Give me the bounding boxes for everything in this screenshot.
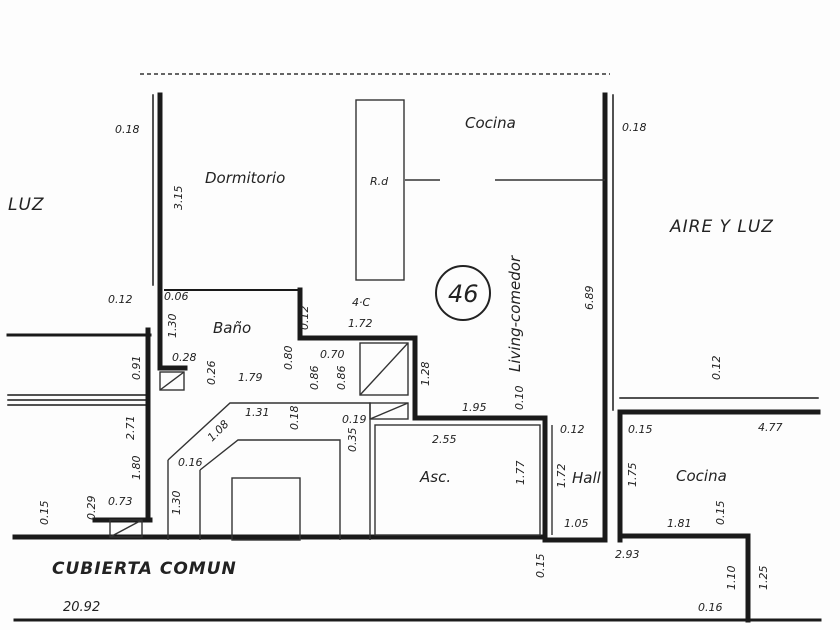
dim-293: 2.93 — [615, 548, 640, 561]
dim-026: 0.26 — [205, 361, 218, 386]
interior-lines — [109, 99, 605, 541]
dim-172: 1.72 — [348, 317, 373, 330]
dim-255: 2.55 — [432, 433, 457, 446]
duct-small-diag — [369, 402, 409, 420]
dim-110: 1.10 — [725, 566, 738, 591]
label-4c: 4·C — [352, 296, 370, 309]
walls — [6, 92, 822, 623]
dim-029: 0.29 — [85, 496, 98, 521]
stair-outer — [167, 402, 371, 540]
label-cocina-top: Cocina — [465, 114, 516, 132]
dim-130: 1.30 — [166, 314, 179, 339]
dim-012-hall: 0.12 — [560, 423, 585, 436]
dim-086b: 0.86 — [335, 366, 348, 391]
dim-015-cocina: 0.15 — [628, 423, 653, 436]
elevator-door — [231, 477, 301, 541]
dim-086a: 0.86 — [308, 366, 321, 391]
wall-cocina-right — [617, 409, 821, 543]
dim-128: 1.28 — [419, 362, 432, 387]
wall-cocina-bottom — [617, 533, 751, 623]
label-cubierta: CUBIERTA COMUN — [52, 559, 237, 579]
dim-006: 0.06 — [164, 290, 189, 303]
label-hall: Hall — [572, 469, 602, 487]
label-bano: Baño — [213, 319, 251, 337]
duct-diag — [359, 342, 409, 396]
dim-130-low: 1.30 — [170, 491, 183, 516]
dim-015-left: 0.15 — [38, 501, 51, 526]
label-dormitorio: Dormitorio — [205, 169, 285, 187]
dim-177: 1.77 — [514, 461, 527, 486]
dim-271: 2.71 — [124, 416, 137, 441]
dim-073: 0.73 — [108, 495, 133, 508]
dim-012-bath: 0.12 — [298, 306, 311, 331]
dim-028: 0.28 — [172, 351, 197, 364]
dim-016: 0.16 — [178, 456, 203, 469]
unit-circle — [435, 265, 491, 321]
dim-131: 1.31 — [245, 406, 270, 419]
dim-195: 1.95 — [462, 401, 487, 414]
wall-core — [297, 287, 608, 543]
dim-010: 0.10 — [513, 386, 526, 411]
dim-012-left: 0.12 — [108, 293, 133, 306]
dim-175: 1.75 — [626, 463, 639, 488]
wall-bath-left — [157, 287, 188, 371]
stair-inner — [199, 439, 341, 540]
bottom-shaft — [109, 519, 143, 538]
dimensions: 0.18 3.15 0.18 0.12 0.06 1.30 0.12 1.72 … — [38, 121, 783, 615]
dim-018-mid: 0.18 — [288, 406, 301, 431]
dim-070: 0.70 — [320, 348, 345, 361]
dim-125: 1.25 — [757, 566, 770, 591]
bath-shaft-diag — [159, 371, 185, 391]
label-living: Living-comedor — [506, 255, 524, 372]
bottom-shaft-diag — [109, 519, 143, 538]
label-cocina-right: Cocina — [676, 467, 727, 485]
dim-315: 3.15 — [172, 186, 185, 211]
label-luz: LUZ — [8, 195, 45, 215]
dim-016-b: 0.16 — [698, 601, 723, 614]
dim-172-hall: 1.72 — [555, 464, 568, 489]
label-asc: Asc. — [419, 468, 451, 486]
unit-number: 46 — [448, 280, 479, 308]
dim-179: 1.79 — [238, 371, 263, 384]
bath-shaft — [159, 371, 185, 391]
dim-018-right: 0.18 — [622, 121, 647, 134]
dim-080: 0.80 — [282, 346, 295, 371]
dim-105: 1.05 — [564, 517, 589, 530]
dim-018-left: 0.18 — [115, 123, 140, 136]
dim-091: 0.91 — [130, 356, 143, 381]
duct-box — [359, 342, 409, 396]
dim-012-aire: 0.12 — [710, 356, 723, 381]
dim-2092: 20.92 — [63, 600, 100, 615]
dim-015-k: 0.15 — [714, 501, 727, 526]
dim-180: 1.80 — [130, 456, 143, 481]
dim-015-b: 0.15 — [534, 554, 547, 579]
label-rd: R.d — [370, 175, 389, 188]
dim-689: 6.89 — [583, 286, 596, 311]
label-aire-y-luz: AIRE Y LUZ — [669, 217, 774, 237]
closet-rd — [355, 99, 405, 281]
dim-035: 0.35 — [346, 428, 359, 453]
dim-019: 0.19 — [342, 413, 367, 426]
asc-box — [374, 424, 541, 536]
dim-477: 4.77 — [758, 421, 783, 434]
dim-181: 1.81 — [667, 517, 692, 530]
